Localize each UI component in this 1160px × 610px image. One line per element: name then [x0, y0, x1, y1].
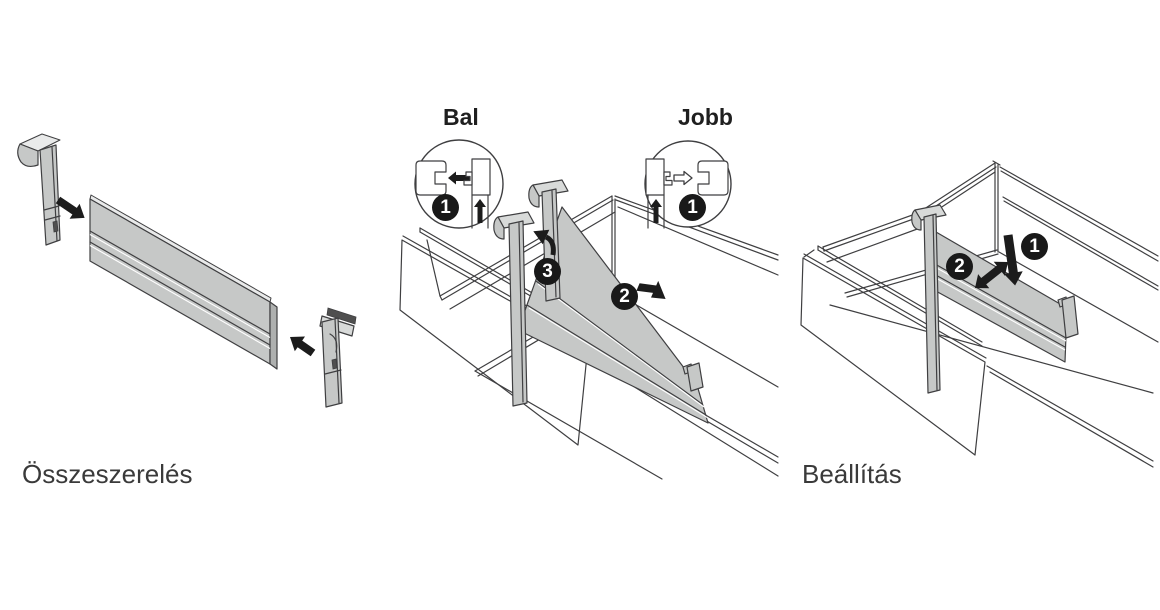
- hook-bracket-left: [911, 204, 947, 394]
- front-bracket-left: [17, 133, 61, 246]
- rail-bracket-right: [682, 362, 704, 392]
- front-bracket-right: [319, 307, 357, 408]
- assembly-illustration: [17, 133, 357, 408]
- hook-right-arrow-icon: [673, 170, 693, 186]
- insert-arrow-right-icon: [290, 336, 316, 357]
- drawer-line-art: [800, 160, 1159, 468]
- detail-inset-right: [644, 140, 732, 229]
- lift-arrow-icon: [650, 199, 662, 223]
- lift-arrow-icon: [474, 199, 486, 223]
- press-down-arrow-icon: [1003, 234, 1023, 286]
- step-badge-hook-left: 1: [432, 194, 459, 221]
- rail-bracket-right: [1057, 295, 1079, 339]
- hook-bracket-near: [493, 211, 535, 407]
- left-side-label: Bal: [443, 104, 479, 130]
- step-badge-adjust: 2: [946, 253, 973, 280]
- rotate-arrow-icon: [533, 229, 556, 256]
- step-badge-rotate: 3: [534, 258, 561, 285]
- step-badge-hook-right: 1: [679, 194, 706, 221]
- adjust-double-arrow-icon: [975, 261, 1008, 289]
- step-badge-slide: 2: [611, 283, 638, 310]
- detail-inset-left: [414, 139, 504, 229]
- adjustment-illustration: [800, 160, 1159, 468]
- hook-left-arrow-icon: [448, 171, 470, 185]
- adjustment-caption: Beállítás: [802, 459, 902, 489]
- insert-arrow-left-icon: [55, 196, 85, 219]
- slide-arrow-icon: [636, 280, 666, 299]
- right-side-label: Jobb: [678, 104, 733, 130]
- divider-panel: [89, 194, 278, 370]
- divider-panel-tilted: [517, 206, 709, 424]
- hook-in-illustration: [399, 139, 779, 480]
- assembly-caption: Összeszerelés: [22, 459, 193, 489]
- step-badge-press: 1: [1021, 233, 1048, 260]
